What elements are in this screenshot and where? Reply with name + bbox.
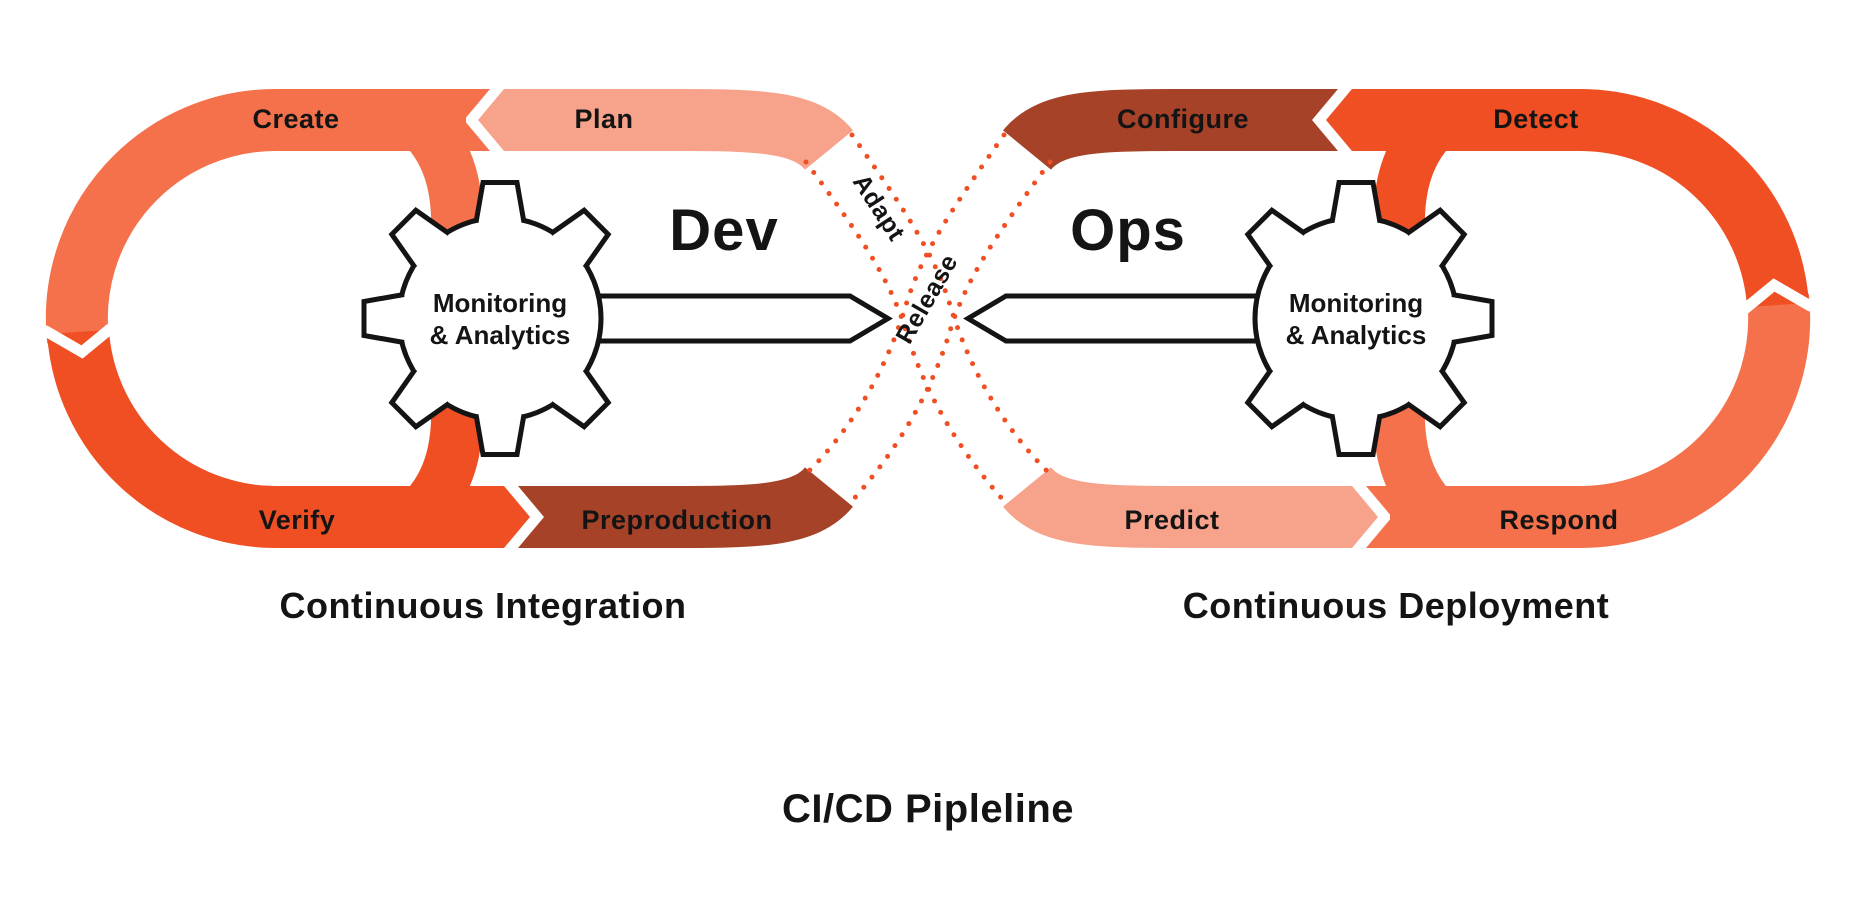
create-label: Create [252, 104, 339, 134]
gear-tooth [388, 367, 451, 430]
continuous-integration-caption: Continuous Integration [280, 585, 687, 626]
release-band-edge-nw [803, 132, 1007, 477]
monitoring-gear [361, 180, 612, 457]
gear-tooth [473, 180, 527, 223]
preproduction-label: Preproduction [581, 505, 772, 535]
diagram-labels: Create Plan Verify Preproduction Configu… [252, 104, 1618, 831]
verify-segment [47, 329, 504, 548]
continuous-deployment-caption: Continuous Deployment [1183, 585, 1610, 626]
gear-tooth [473, 414, 527, 457]
ops-loop-structure [968, 89, 1812, 548]
adapt-band-edge-sw [803, 159, 1007, 504]
dev-label: Dev [669, 198, 778, 263]
preproduction-segment [546, 465, 853, 548]
right-gear-text-line1: Monitoring [1289, 288, 1423, 318]
create-verify-separator [41, 319, 120, 359]
release-band-edge-se [849, 159, 1053, 504]
verify-segment-tip [504, 486, 530, 548]
plan-segment-tip [478, 89, 504, 151]
configure-label: Configure [1117, 104, 1249, 134]
gear-teeth [361, 180, 612, 457]
dev-loop-structure [41, 89, 893, 548]
crossover-bands [803, 132, 1053, 504]
adapt-band-edge-ne [849, 132, 1053, 477]
adapt-label: Adapt [847, 169, 911, 246]
left-gear-text-line2: & Analytics [430, 320, 571, 350]
gear-axle-arrow [557, 293, 893, 344]
create-segment-end [462, 89, 490, 151]
release-label: Release [890, 250, 963, 349]
predict-label: Predict [1124, 505, 1219, 535]
plan-segment [504, 89, 853, 172]
gear-tooth [549, 207, 612, 270]
verify-label: Verify [259, 505, 336, 535]
respond-label: Respond [1499, 505, 1618, 535]
gear-tooth [361, 292, 405, 345]
plan-label: Plan [574, 104, 633, 134]
gear-tooth [549, 367, 612, 430]
ops-label: Ops [1070, 198, 1186, 263]
diagram-title: CI/CD Pipleline [782, 787, 1074, 831]
create-segment [45, 89, 466, 344]
detect-label: Detect [1493, 104, 1579, 134]
preproduction-segment-end [518, 486, 546, 548]
right-gear-text-line2: & Analytics [1286, 320, 1427, 350]
gear-tooth [388, 207, 451, 270]
left-gear-text-line1: Monitoring [433, 288, 567, 318]
